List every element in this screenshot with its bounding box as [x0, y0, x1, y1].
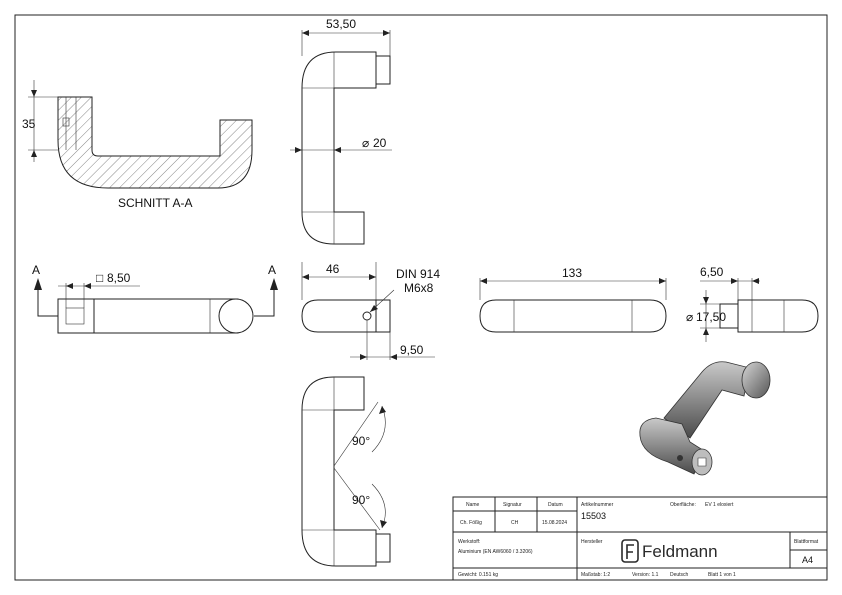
dim-square-symbol: □ [96, 271, 103, 285]
front-view: 53,50 ⌀ 20 [290, 17, 392, 245]
section-title: SCHNITT A-A [118, 196, 192, 210]
tb-signature-header: Signatur [503, 502, 522, 508]
brand-name: Feldmann [642, 542, 718, 561]
tb-sheet: Blatt 1 von 1 [708, 572, 736, 578]
side-view: A A □ 8,50 [32, 263, 278, 334]
dim-side-width: 46 [326, 262, 340, 276]
tb-version: Version: 1.1 [632, 572, 659, 578]
tb-material-value: Aluminium (EN AW6060 / 3.3206) [458, 549, 533, 555]
tb-surface-value: EV 1 eloxiert [705, 502, 734, 508]
end-outline [737, 299, 819, 333]
tb-name-value: Ch. Fößig [460, 520, 482, 526]
tb-signature-value: CH [511, 520, 519, 526]
tb-format-label: Blattformat [794, 539, 819, 545]
screw-norm: DIN 914 [396, 267, 440, 281]
feldmann-logo-icon [621, 539, 639, 563]
dim-small-diameter: 17,50 [696, 310, 726, 324]
section-mark-left: A [32, 263, 40, 277]
dim-square: 8,50 [107, 271, 131, 285]
dim-screw-distance: 9,50 [400, 343, 424, 357]
tb-language: Deutsch [670, 572, 689, 578]
dim-section-height: 35 [22, 117, 36, 131]
tb-scale: Maßstab: 1:2 [581, 572, 610, 578]
dim-small-diameter-symbol: ⌀ [686, 310, 693, 324]
drawing-frame [14, 14, 828, 581]
round-end [218, 298, 254, 334]
handle-long-outline [479, 299, 667, 333]
tb-article-label: Artikelnummer [581, 502, 614, 508]
screw-size: M6x8 [404, 281, 434, 295]
section-mark-right: A [268, 263, 276, 277]
tb-name-header: Name [466, 502, 480, 508]
tb-date-value: 15.08.2024 [542, 520, 567, 526]
top-view: 46 DIN 914 M6x8 9,50 [301, 262, 440, 360]
dim-length: 133 [562, 266, 582, 280]
tb-manufacturer-label: Hersteller [581, 539, 603, 545]
long-view: 133 [479, 266, 667, 333]
dim-angle-bottom: 90° [352, 493, 370, 507]
bottom-view: 90° 90° [301, 376, 391, 567]
tb-date-header: Datum [548, 502, 563, 508]
iso-render [639, 361, 771, 476]
dim-diameter: 20 [373, 136, 387, 150]
section-view: 35 SCHNITT A-A [22, 80, 253, 210]
dim-top-width: 53,50 [326, 17, 356, 31]
end-view: 6,50 ⌀ 17,50 [686, 265, 819, 342]
tb-surface-label: Oberfläche: [670, 502, 696, 508]
section-hatch [57, 96, 253, 189]
tb-weight: Gewicht: 0.151 kg [458, 572, 498, 578]
tb-material-label: Werkstoff: [458, 539, 480, 545]
dim-angle-top: 90° [352, 434, 370, 448]
dim-diameter-symbol: ⌀ [362, 136, 369, 150]
tb-format-value: A4 [802, 555, 813, 565]
title-block: Name Signatur Datum Ch. Fößig CH 15.08.2… [452, 496, 828, 581]
tb-article-value: 15503 [581, 511, 606, 521]
handle-top-outline [301, 299, 377, 333]
handle-bottom-outline [301, 376, 377, 567]
iso-bar [663, 361, 751, 439]
dim-small-width: 6,50 [700, 265, 724, 279]
